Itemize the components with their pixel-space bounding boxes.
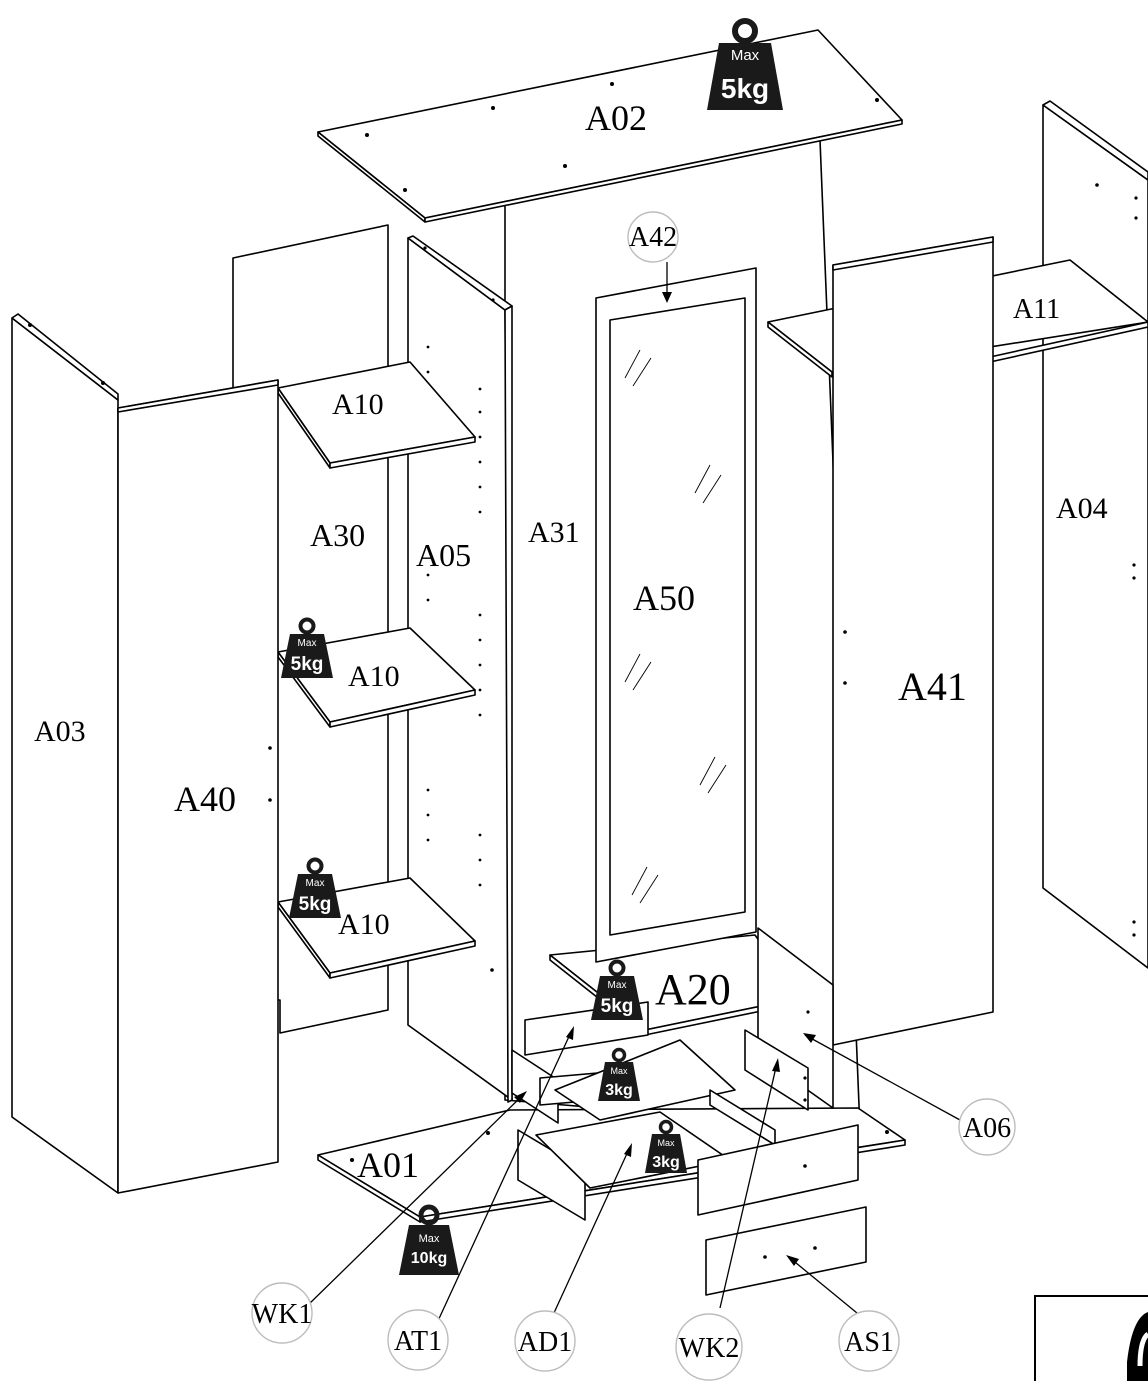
label-a10-lower: A10 bbox=[338, 908, 390, 941]
svg-text:Max: Max bbox=[657, 1138, 675, 1148]
panel-a03 bbox=[11, 313, 119, 1194]
svg-text:A06: A06 bbox=[963, 1113, 1011, 1144]
weight-drawer-upper-icon: Max 3kg bbox=[598, 1047, 640, 1101]
mirror-a50 bbox=[609, 297, 746, 936]
callout-a06: A06 bbox=[958, 1098, 1016, 1156]
label-a11: A11 bbox=[1013, 294, 1060, 325]
callout-wk2: WK2 bbox=[675, 1313, 743, 1381]
door-a41 bbox=[832, 236, 994, 1046]
label-a10-top: A10 bbox=[332, 388, 384, 421]
leader-lines bbox=[306, 262, 961, 1327]
svg-text:5kg: 5kg bbox=[601, 996, 634, 1017]
svg-text:3kg: 3kg bbox=[605, 1082, 633, 1099]
drawer-front-as1 bbox=[705, 1206, 867, 1296]
label-a05: A05 bbox=[416, 537, 471, 573]
weight-bottom-icon: Max 10kg bbox=[399, 1204, 459, 1275]
callout-at1: AT1 bbox=[387, 1309, 449, 1371]
weight-shelf-lower-icon: Max 5kg bbox=[289, 857, 341, 918]
label-a40: A40 bbox=[174, 779, 236, 819]
svg-text:Max: Max bbox=[731, 47, 760, 64]
callout-a42: A42 bbox=[627, 211, 679, 263]
callout-as1: AS1 bbox=[838, 1310, 900, 1372]
weight-a20-icon: Max 5kg bbox=[591, 959, 643, 1020]
label-a10-middle: A10 bbox=[348, 660, 400, 693]
corner-notice-icon bbox=[1127, 1312, 1148, 1381]
svg-text:Max: Max bbox=[610, 1066, 628, 1076]
svg-text:10kg: 10kg bbox=[411, 1250, 447, 1267]
shelf-a10-top bbox=[277, 361, 476, 469]
label-a30: A30 bbox=[310, 517, 365, 553]
label-a31: A31 bbox=[528, 516, 580, 549]
svg-text:5kg: 5kg bbox=[299, 894, 332, 915]
label-a41: A41 bbox=[898, 664, 967, 709]
weight-top-icon: Max 5kg bbox=[707, 18, 783, 110]
label-a04: A04 bbox=[1056, 492, 1108, 525]
panel-a05 bbox=[407, 235, 513, 1103]
weight-shelf-middle-icon: Max 5kg bbox=[281, 617, 333, 678]
svg-text:Max: Max bbox=[298, 638, 317, 649]
svg-text:WK1: WK1 bbox=[252, 1299, 313, 1330]
svg-text:WK2: WK2 bbox=[679, 1333, 740, 1364]
svg-text:A42: A42 bbox=[629, 222, 677, 253]
svg-text:AT1: AT1 bbox=[394, 1326, 442, 1357]
svg-text:Max: Max bbox=[306, 878, 325, 889]
door-a40 bbox=[117, 379, 279, 1194]
svg-text:Max: Max bbox=[419, 1233, 440, 1245]
callout-wk1: WK1 bbox=[251, 1282, 313, 1344]
svg-text:5kg: 5kg bbox=[291, 654, 324, 675]
svg-text:5kg: 5kg bbox=[721, 73, 769, 104]
svg-text:AS1: AS1 bbox=[844, 1327, 894, 1358]
weight-drawer-lower-icon: Max 3kg bbox=[645, 1119, 687, 1173]
drawer-front-right bbox=[697, 1124, 859, 1216]
label-a01: A01 bbox=[357, 1145, 419, 1185]
corner-notice-box bbox=[1034, 1295, 1148, 1381]
svg-text:3kg: 3kg bbox=[652, 1154, 680, 1171]
label-a03: A03 bbox=[34, 715, 86, 748]
label-a20: A20 bbox=[655, 965, 731, 1014]
svg-text:Max: Max bbox=[608, 980, 627, 991]
svg-text:AD1: AD1 bbox=[518, 1327, 572, 1358]
callout-ad1: AD1 bbox=[514, 1310, 576, 1372]
label-a02: A02 bbox=[585, 98, 647, 138]
panel-a04 bbox=[1042, 100, 1148, 969]
label-a50: A50 bbox=[633, 578, 695, 618]
